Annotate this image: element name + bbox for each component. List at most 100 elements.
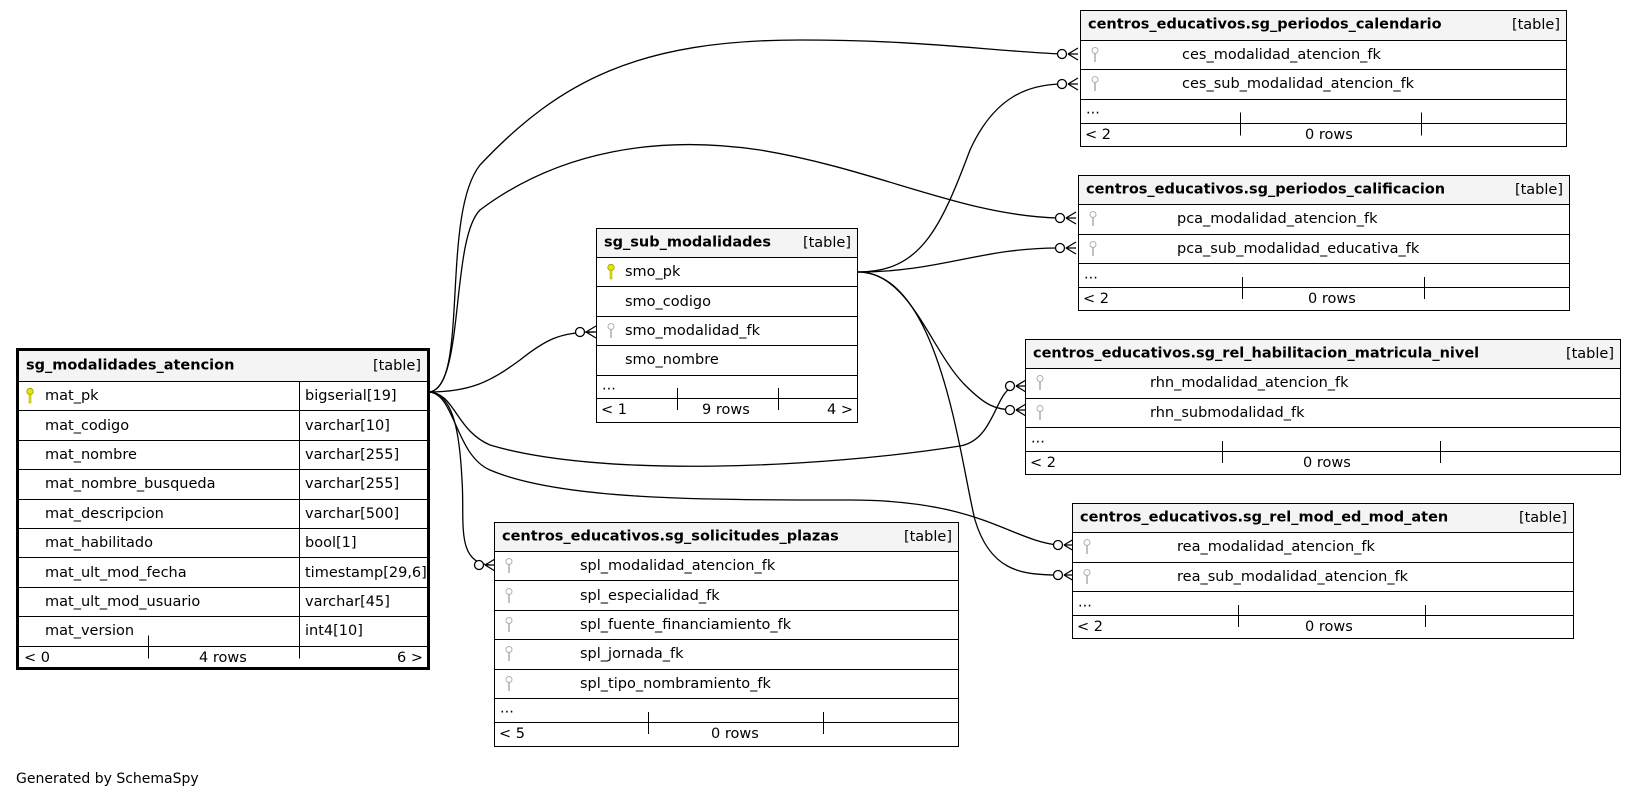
column-name: spl_modalidad_atencion_fk [580, 558, 776, 575]
column-row[interactable]: spl_fuente_financiamiento_fk [495, 611, 958, 641]
column-name: pca_modalidad_atencion_fk [1177, 211, 1378, 228]
row-count: 9 rows [702, 401, 750, 418]
parents-link[interactable]: < 2 [1085, 127, 1111, 143]
column-row[interactable]: mat_pk bigserial[19] [19, 382, 427, 412]
parents-link[interactable]: < 2 [1077, 619, 1103, 635]
column-row[interactable]: spl_tipo_nombramiento_fk [495, 670, 958, 699]
row-count: 0 rows [711, 725, 759, 742]
table-sg-modalidades-atencion[interactable]: sg_modalidades_atencion [table] mat_pk b… [16, 348, 430, 670]
column-row[interactable]: pca_sub_modalidad_educativa_fk [1079, 235, 1569, 264]
column-row[interactable]: smo_modalidad_fk [597, 317, 857, 347]
column-row[interactable]: pca_modalidad_atencion_fk [1079, 205, 1569, 235]
foreign-key-icon [1091, 76, 1099, 92]
ellipsis: ... [500, 700, 514, 717]
column-type: varchar[255] [305, 446, 400, 463]
table-header: centros_educativos.sg_solicitudes_plazas… [495, 523, 958, 552]
more-columns: ... [1073, 592, 1573, 616]
column-name: mat_ult_mod_fecha [45, 564, 187, 581]
column-row[interactable]: ces_sub_modalidad_atencion_fk [1081, 70, 1566, 100]
column-type: timestamp[29,6] [305, 564, 427, 581]
column-row[interactable]: mat_habilitado bool[1] [19, 528, 427, 559]
more-columns: ... [1081, 100, 1566, 124]
ellipsis: ... [1086, 101, 1100, 118]
column-name: spl_especialidad_fk [580, 587, 720, 604]
table-type-label: [table] [802, 235, 851, 251]
column-row[interactable]: mat_ult_mod_usuario varchar[45] [19, 587, 427, 618]
column-name: rhn_submodalidad_fk [1150, 404, 1305, 421]
edge-mat-to-rhn-modalidad [427, 385, 1016, 467]
column-name: spl_tipo_nombramiento_fk [580, 675, 771, 692]
edge-mat-to-ces-modalidad [427, 39, 1061, 393]
foreign-key-icon [607, 322, 615, 338]
table-type-label: [table] [903, 529, 952, 545]
table-name: centros_educativos.sg_rel_mod_ed_mod_ate… [1080, 509, 1449, 526]
ellipsis: ... [1078, 593, 1092, 610]
table-footer: < 2 0 rows [1073, 605, 1573, 638]
foreign-key-icon [1083, 539, 1091, 555]
primary-key-icon [607, 264, 615, 280]
column-name: smo_codigo [625, 293, 711, 310]
foreign-key-icon [1036, 404, 1044, 420]
column-type: varchar[500] [305, 505, 400, 522]
column-name: mat_pk [45, 388, 99, 405]
parents-link[interactable]: < 2 [1083, 291, 1109, 307]
parents-link[interactable]: < 0 [24, 650, 50, 667]
column-row[interactable]: mat_codigo varchar[10] [19, 411, 427, 441]
column-name: mat_ult_mod_usuario [45, 593, 201, 610]
column-row[interactable]: rhn_submodalidad_fk [1026, 399, 1620, 428]
table-footer: < 1 9 rows 4 > [597, 387, 857, 421]
children-link[interactable]: 4 > [827, 401, 853, 418]
children-link[interactable]: 6 > [397, 650, 423, 667]
table-header: sg_modalidades_atencion [table] [19, 351, 427, 382]
column-row[interactable]: spl_jornada_fk [495, 640, 958, 670]
column-name: rhn_modalidad_atencion_fk [1150, 375, 1349, 392]
column-row[interactable]: spl_especialidad_fk [495, 581, 958, 611]
ellipsis: ... [1031, 429, 1045, 446]
table-sg-rel-habilitacion-matricula-nivel[interactable]: centros_educativos.sg_rel_habilitacion_m… [1025, 339, 1621, 475]
edge-smo-to-rhn-sub [857, 271, 1016, 411]
column-type: varchar[45] [305, 593, 390, 610]
table-header: centros_educativos.sg_rel_habilitacion_m… [1026, 340, 1620, 369]
column-row[interactable]: smo_nombre [597, 346, 857, 376]
edge-smo-to-pca-sub [857, 247, 1059, 273]
edge-mat-to-smo-modalidad [427, 331, 595, 393]
parents-link[interactable]: < 5 [499, 725, 525, 742]
column-row[interactable]: mat_nombre_busqueda varchar[255] [19, 470, 427, 500]
column-row[interactable]: smo_pk [597, 258, 857, 288]
foreign-key-icon [505, 646, 513, 662]
column-row[interactable]: rhn_modalidad_atencion_fk [1026, 369, 1620, 399]
column-row[interactable]: rea_modalidad_atencion_fk [1073, 533, 1573, 563]
table-type-label: [table] [1514, 182, 1563, 198]
parents-link[interactable]: < 1 [601, 401, 627, 418]
more-columns: ... [1079, 264, 1569, 288]
column-row[interactable]: mat_descripcion varchar[500] [19, 499, 427, 529]
column-row[interactable]: spl_modalidad_atencion_fk [495, 552, 958, 582]
row-count: 4 rows [199, 650, 247, 667]
table-sg-periodos-calificacion[interactable]: centros_educativos.sg_periodos_calificac… [1078, 175, 1570, 311]
table-type-label: [table] [1565, 346, 1614, 362]
column-row[interactable]: mat_version int4[10] [19, 617, 427, 647]
column-row[interactable]: mat_nombre varchar[255] [19, 440, 427, 471]
table-sg-solicitudes-plazas[interactable]: centros_educativos.sg_solicitudes_plazas… [494, 522, 959, 747]
parents-link[interactable]: < 2 [1030, 455, 1056, 471]
ellipsis: ... [602, 376, 616, 393]
more-columns: ... [1026, 428, 1620, 452]
edge-mat-to-rea-modalidad [427, 391, 1059, 546]
table-sg-sub-modalidades[interactable]: sg_sub_modalidades [table] smo_pk smo_co… [596, 228, 858, 423]
column-row[interactable]: ces_modalidad_atencion_fk [1081, 41, 1566, 70]
edge-smo-to-rea-sub [857, 271, 1059, 576]
column-row[interactable]: rea_sub_modalidad_atencion_fk [1073, 563, 1573, 592]
table-sg-rel-mod-ed-mod-aten[interactable]: centros_educativos.sg_rel_mod_ed_mod_ate… [1072, 503, 1574, 639]
more-columns: ... [597, 376, 857, 399]
table-type-label: [table] [372, 358, 421, 374]
table-type-label: [table] [1511, 17, 1560, 34]
table-header: centros_educativos.sg_rel_mod_ed_mod_ate… [1073, 504, 1573, 533]
row-count: 0 rows [1305, 127, 1353, 143]
foreign-key-icon [1036, 375, 1044, 391]
foreign-key-icon [1089, 211, 1097, 227]
table-sg-periodos-calendario[interactable]: centros_educativos.sg_periodos_calendari… [1080, 10, 1567, 147]
column-name: mat_descripcion [45, 505, 164, 522]
column-row[interactable]: mat_ult_mod_fecha timestamp[29,6] [19, 558, 427, 588]
column-row[interactable]: smo_codigo [597, 287, 857, 317]
